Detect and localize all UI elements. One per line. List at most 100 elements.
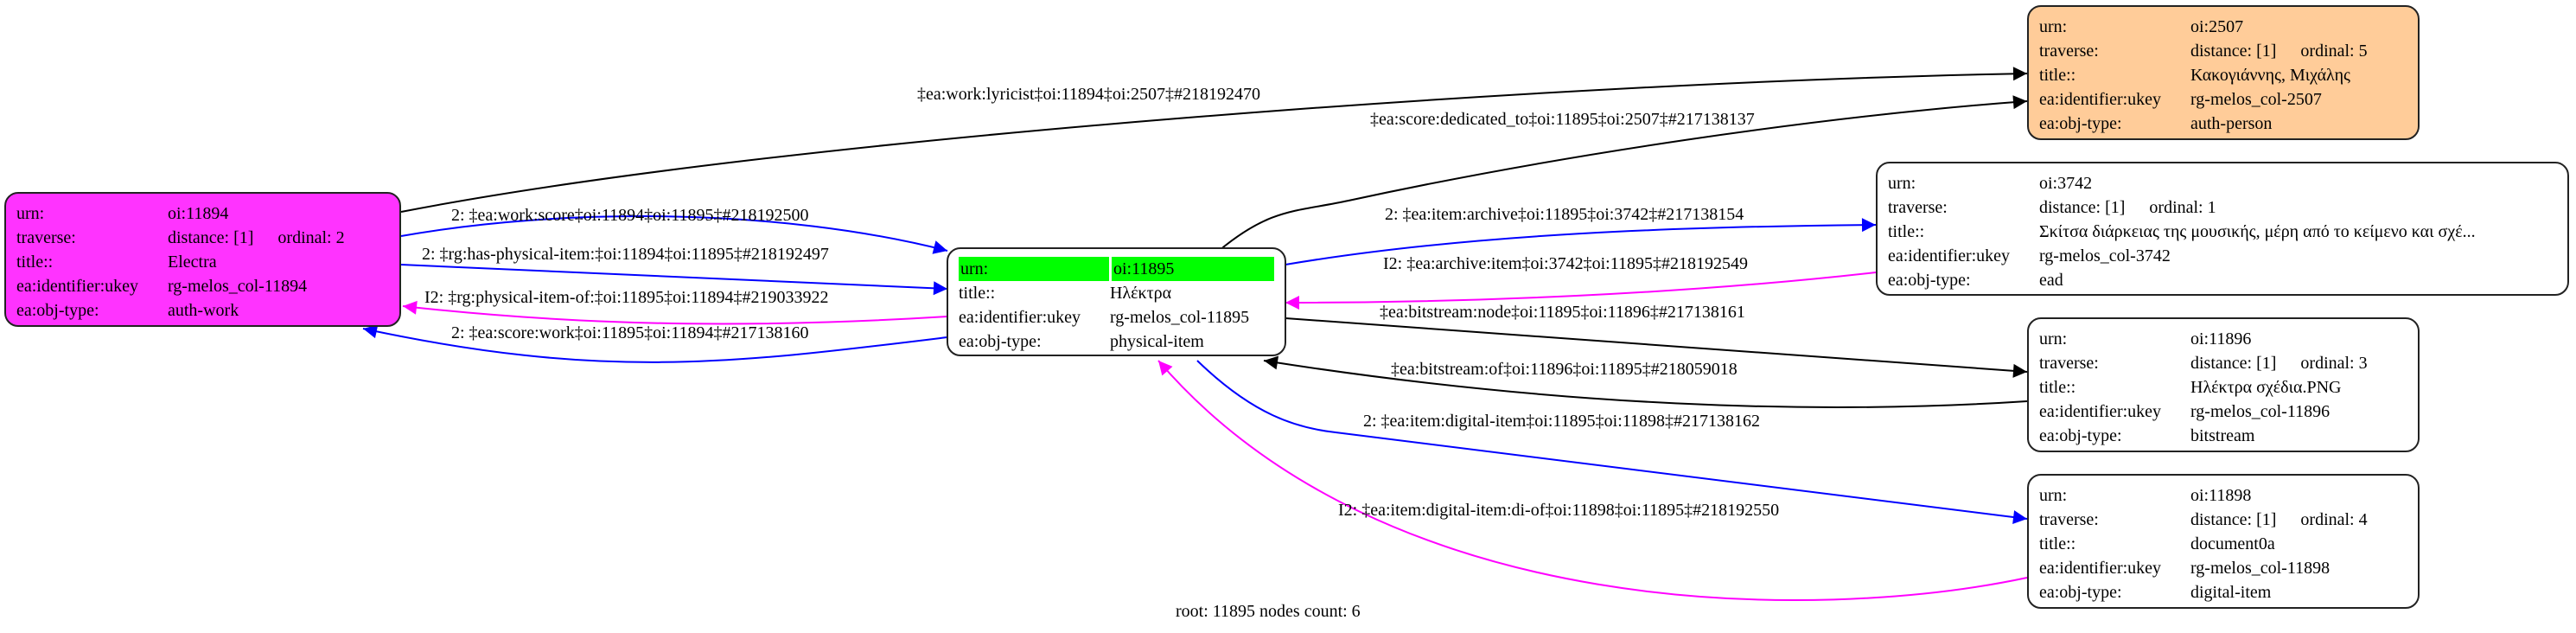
edge-label: I2: ‡ea:archive:item‡oi:3742‡oi:11895‡#2… [1383,254,1748,273]
node-row: traverse:distance: [1]ordinal: 1 [1888,195,2557,220]
node-row: traverse: distance: [1] ordinal: 2 [16,226,389,250]
edge-11894-to-2507 [400,67,2028,213]
node-row: title::document0a [2039,532,2407,556]
row-label: urn: [2039,486,2068,505]
node-row: ea:identifier:ukey rg-melos_col-3742 [1888,244,2557,268]
row-label: traverse: [2039,354,2099,373]
row-value: Κακογιάννης, Μιχάλης [2190,66,2350,85]
row-label: urn: [2039,329,2068,348]
row-value: rg-melos_col-11895 [1110,308,1250,327]
node-row: urn:oi:11895 [959,257,1274,281]
row-value: oi:3742 [2039,174,2093,193]
row-value: oi:11894 [168,204,229,223]
edge-label: ‡ea:work:lyricist‡oi:11894‡oi:2507‡#2181… [917,85,1260,104]
row-label: title:: [16,253,54,272]
row-value: oi:11898 [2190,486,2252,505]
row-value: distance: [1] [168,228,254,247]
row-value: oi:11896 [2190,329,2252,348]
node-2507[interactable]: urn: oi:2507 traverse:distance: [1]ordinal… [2027,5,2420,140]
graph-footer: root: 11895 nodes count: 6 [1176,602,1361,621]
row-value: distance: [1] [2190,510,2277,529]
node-row: ea:identifier:ukey rg-melos_col-11896 [2039,400,2407,424]
row-label: urn: [16,204,45,223]
node-3742[interactable]: urn: oi:3742 traverse:distance: [1]ordinal… [1876,162,2569,296]
row-label: ea:identifier:ukey [2039,402,2162,421]
row-label: traverse: [2039,510,2099,529]
row-value: distance: [1] [2039,198,2126,217]
row-value: rg-melos_col-11898 [2190,559,2331,578]
edge-label: I2: ‡ea:item:digital-item:di-of‡oi:11898… [1338,501,1779,520]
node-row: title::Σκίτσα διάρκειας της μουσικής, μέ… [1888,220,2557,244]
edge-label: 2: ‡ea:item:archive‡oi:11895‡oi:3742‡#21… [1385,205,1744,224]
edge-label: ‡ea:bitstream:of‡oi:11896‡oi:11895‡#2180… [1391,360,1738,379]
edge-11896-to-11895 [1263,355,2028,408]
row-label: ea:identifier:ukey [2039,559,2162,578]
row-label: title:: [2039,378,2076,397]
row-value: bitstream [2190,426,2255,445]
row-label: ea:identifier:ukey [1888,246,2011,265]
row-label: ea:obj-type: [959,332,1042,351]
edge-11894-to-11895 [400,215,948,254]
edge-label: ‡ea:bitstream:node‡oi:11895‡oi:11896‡#21… [1380,303,1745,322]
row-label: ea:obj-type: [1888,271,1971,290]
row-label: ea:obj-type: [2039,426,2122,445]
row-label: urn: [2039,17,2068,36]
row-value: oi:2507 [2190,17,2244,36]
row-label: ea:obj-type: [2039,114,2122,133]
edge-label: I2: ‡rg:physical-item-of:‡oi:11895‡oi:11… [424,288,829,307]
row-label: ea:identifier:ukey [2039,90,2162,109]
node-11896[interactable]: urn: oi:11896 traverse:distance: [1]ordina… [2027,317,2420,452]
row-label: title:: [2039,534,2076,553]
node-11894[interactable]: urn: oi:11894 traverse: distance: [1] ordina… [4,192,401,327]
node-row: traverse:distance: [1]ordinal: 4 [2039,508,2407,532]
row-value: distance: [1] [2190,42,2277,61]
row-label: urn: [1888,174,1916,193]
node-row: title::Electra [16,250,389,274]
node-row: traverse:distance: [1]ordinal: 5 [2039,39,2407,63]
node-row: title::Ηλέκτρα [959,281,1274,305]
edge-11895-to-11894 [362,324,948,363]
node-row: title::Ηλέκτρα σχέδια.PNG [2039,375,2407,400]
row-label: ea:obj-type: [2039,583,2122,602]
node-row: urn: oi:2507 [2039,15,2407,39]
node-row: ea:obj-type: ead [1888,268,2557,292]
row-label: traverse: [16,228,76,247]
node-row: ea:obj-type: auth-person [2039,112,2407,136]
node-row: title::Κακογιάννης, Μιχάλης [2039,63,2407,87]
row-value: ead [2039,271,2063,290]
row-value: Ηλέκτρα [1110,284,1172,303]
row-value: rg-melos_col-11896 [2190,402,2331,421]
edge-11894-to-11895 [400,264,948,296]
row-ordinal: ordinal: 3 [2300,354,2368,373]
row-value: Electra [168,253,217,272]
row-value: Σκίτσα διάρκειας της μουσικής, μέρη από … [2039,222,2476,241]
row-label: title:: [959,284,996,303]
row-ordinal: ordinal: 2 [277,228,345,247]
node-row: ea:obj-type:physical-item [959,329,1274,354]
node-row: traverse:distance: [1]ordinal: 3 [2039,351,2407,375]
edge-11895-to-11896 [1285,317,2028,378]
edge-11898-to-11895 [1157,360,2028,602]
row-value: document0a [2190,534,2275,553]
edge-label: 2: ‡ea:item:digital-item‡oi:11895‡oi:118… [1363,412,1760,431]
row-value: auth-work [168,301,239,320]
row-label: title:: [1888,222,1925,241]
row-value: rg-melos_col-3742 [2039,246,2171,265]
node-row: ea:obj-type: bitstream [2039,424,2407,448]
edge-label: 2: ‡ea:work:score‡oi:11894‡oi:11895‡#218… [451,206,808,225]
edge-11895-to-2507 [1218,95,2028,252]
edge-11895-to-11894 [402,300,948,325]
node-row: ea:obj-type:digital-item [2039,580,2407,604]
row-value: rg-melos_col-11894 [168,277,308,296]
edge-label: ‡ea:score:dedicated_to‡oi:11895‡oi:2507‡… [1370,110,1755,129]
row-value: auth-person [2190,114,2273,133]
row-label: urn: [959,257,1109,281]
node-row: urn: oi:11898 [2039,483,2407,508]
node-row: ea:obj-type:auth-work [16,298,389,323]
